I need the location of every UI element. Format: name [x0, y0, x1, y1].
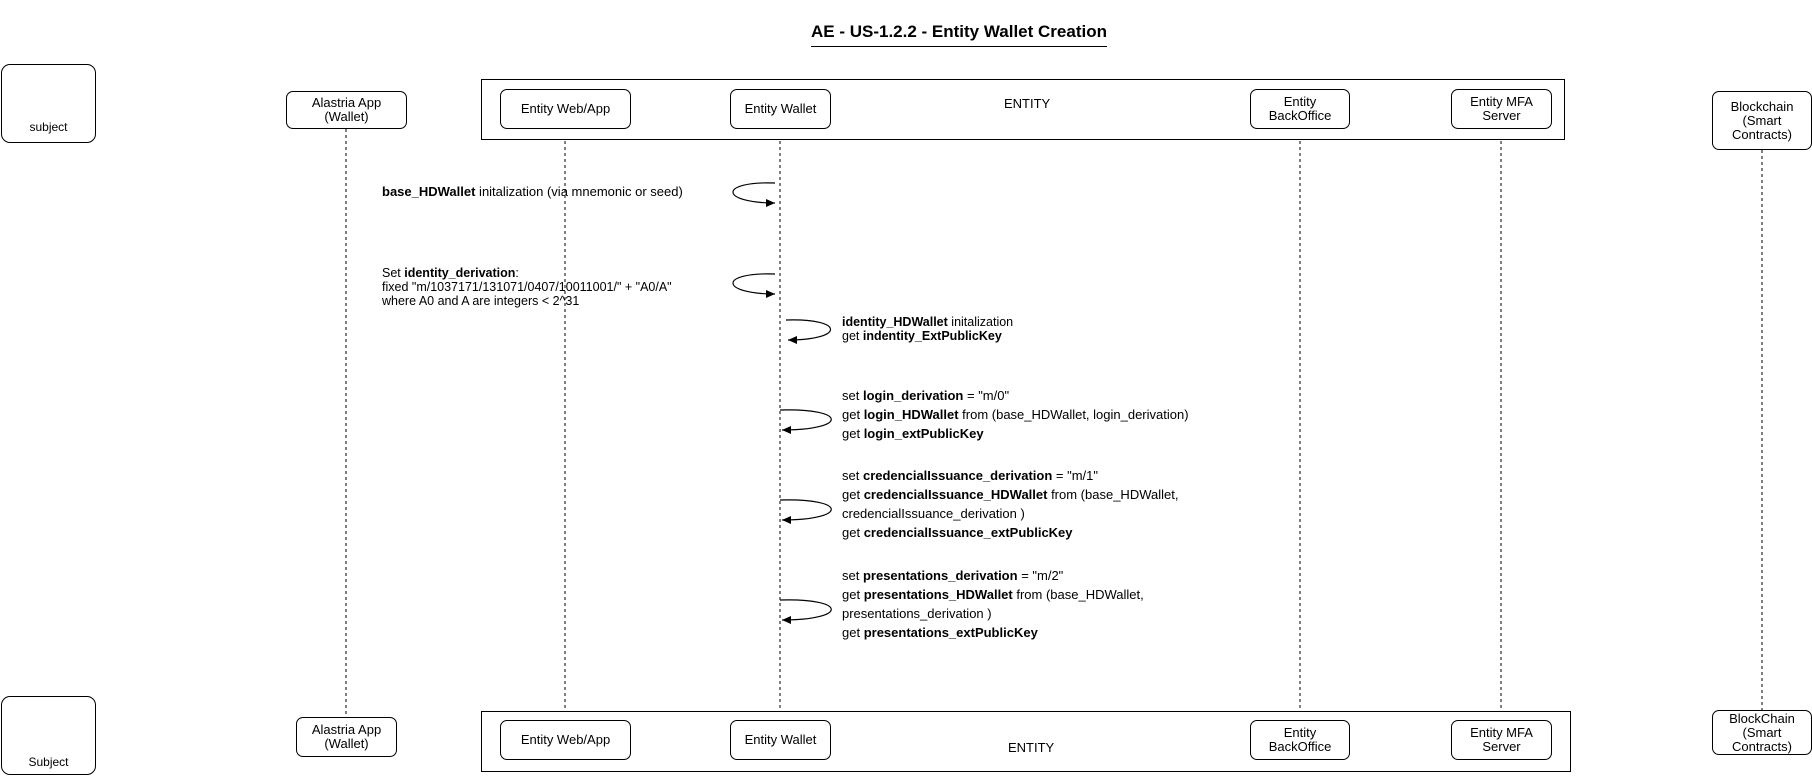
diagram-title: AE - US-1.2.2 - Entity Wallet Creation: [0, 22, 1812, 47]
message-identity-hdwallet: identity_HDWallet initalization get inde…: [842, 315, 1014, 343]
entity-frame-top: ENTITY: [481, 79, 1565, 140]
entity-frame-bottom: ENTITY: [481, 711, 1571, 772]
actor-subject-top: subject: [1, 64, 96, 143]
message-base-hdwallet-init: base_HDWallet initalization (via mnemoni…: [382, 184, 683, 199]
participant-entity-backoffice-bottom: Entity BackOffice: [1250, 720, 1350, 760]
participant-entity-mfa-server-bottom: Entity MFA Server: [1451, 720, 1552, 760]
self-message-arrow-5: [779, 499, 832, 524]
participant-alastria-app: Alastria App (Wallet): [286, 91, 407, 129]
participant-entity-web-app: Entity Web/App: [500, 89, 631, 129]
participant-blockchain-bottom: BlockChain (Smart Contracts): [1712, 710, 1812, 755]
participant-entity-wallet: Entity Wallet: [730, 89, 831, 129]
self-message-arrow-4: [779, 409, 832, 434]
actor-label: subject: [29, 120, 68, 134]
participant-entity-mfa-server: Entity MFA Server: [1451, 89, 1552, 129]
self-message-arrow-2: [732, 273, 776, 298]
participant-entity-wallet-bottom: Entity Wallet: [730, 720, 831, 760]
message-credencial-issuance: set credencialIssuance_derivation = "m/1…: [842, 468, 1179, 540]
participant-entity-backoffice: Entity BackOffice: [1250, 89, 1350, 129]
message-login-derivation: set login_derivation = "m/0" get login_H…: [842, 388, 1189, 441]
entity-frame-label: ENTITY: [1008, 740, 1055, 755]
self-message-arrow-3: [785, 319, 832, 344]
self-message-arrow-1: [732, 182, 776, 207]
entity-frame-label: ENTITY: [1004, 96, 1051, 111]
message-identity-derivation: Set identity_derivation: fixed "m/103717…: [382, 266, 672, 308]
self-message-arrow-6: [779, 599, 832, 624]
actor-label: Subject: [28, 755, 69, 769]
participant-entity-web-app-bottom: Entity Web/App: [500, 720, 631, 760]
participant-alastria-app-bottom: Alastria App (Wallet): [296, 717, 397, 757]
actor-subject-bottom: Subject: [1, 696, 96, 775]
participant-blockchain: Blockchain (Smart Contracts): [1712, 91, 1812, 150]
message-presentations: set presentations_derivation = "m/2" get…: [842, 568, 1144, 640]
